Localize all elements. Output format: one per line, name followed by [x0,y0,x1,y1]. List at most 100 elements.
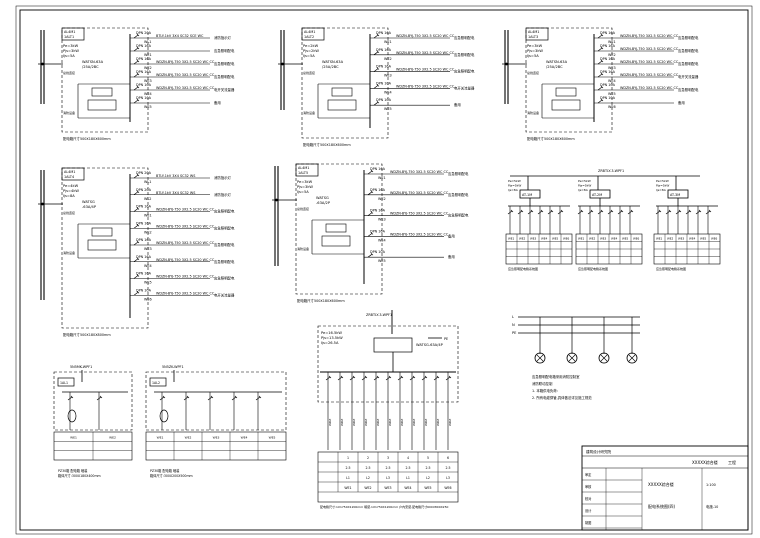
breaker-symbol [373,68,379,72]
circuit-id: WE1 [378,176,386,180]
cable-spec: WDZN-BYJ-750 3X2.5 SC20 WC CC [620,60,679,64]
main-table-cell: WE1 [344,486,351,490]
breaker-rating: DPN 16A [600,70,616,74]
breaker-symbol [133,191,139,196]
breaker-symbol [367,191,373,196]
mini-panel-note: 箱体尺寸:300X180X400mm [58,473,101,478]
breaker-symbol [96,396,102,401]
breaker-symbol [133,73,139,78]
ct-symbol [159,409,169,423]
breaker-symbol [597,60,603,65]
panel-header-code: AL4M1 [298,166,309,170]
riser-table-header: WE3 [530,237,537,241]
breaker-symbol [577,210,583,215]
breaker-tick [370,232,374,235]
conductor-label: N [512,323,515,327]
breaker-symbol [385,376,391,381]
breaker-tick [600,98,604,102]
panel-enclosure [525,27,613,133]
breaker-symbol [367,212,373,216]
riser-table-header: WE1 [656,237,663,241]
riser-table-header: WE2 [667,237,674,241]
circuit-id: WE1 [144,53,152,57]
riser-table-header: WE2 [589,237,596,241]
breaker-rating: DPN 10A [600,83,616,87]
breaker-symbol [527,210,533,215]
main-breaker-label: WATSG [316,196,329,200]
circuit-use: 应急照明配电 [678,61,699,66]
circuit-id: WE5 [378,259,386,263]
breaker-symbol [133,99,139,104]
panel-side-label: 消防设备 [303,110,315,115]
title-block-frame [581,445,749,531]
main-load-parameter: Ijs=26.5A [321,341,339,345]
breaker-symbol [367,233,373,237]
circuit-use: 应急照明配电 [448,171,469,176]
riser-table-header: WE1 [508,237,515,241]
legend-note: 2. 所有电缆穿管,具体做法详见施工规范 [532,395,592,400]
breaker-symbol [133,174,139,179]
riser-table-header: WE2 [519,237,526,241]
circuit-id: WE4 [144,92,152,96]
breaker-tick [210,395,214,399]
circuit-use: 应急照明配电 [454,52,475,57]
breaker-symbol [695,210,701,215]
panel-header-id: 1ALT4 [64,175,74,179]
circuit-use: 应急照明配电 [214,61,235,66]
panel-header-code: AL4M1 [64,30,75,34]
circuit-use: 应急照明配电 [214,209,235,214]
main-branch-cable: WDZ [328,419,332,426]
breaker-rating: DPN 16A [136,255,152,259]
breaker-tick [136,224,140,227]
panel-side-label: 消防设备 [527,110,539,115]
breaker-symbol [445,376,451,381]
riser-parameter: Pjs=5kW [656,184,669,188]
distribution-panel-2: AL4M11ALT2Pe=2kWPjs=2kWIjs=5AWATSN-63A/2… [278,27,475,147]
breaker-tick [136,59,140,63]
load-parameter: Pjs=3kW [527,49,543,53]
panel-side-label: 消防设备 [63,110,75,115]
circuit-use: 应急照明配电 [214,74,235,79]
breaker-tick [448,375,452,379]
circuit-id: WE6 [144,297,152,301]
distribution-panel-4: AL4M11ALT4Pe=4kWPjs=4kWIjs=8AWATSG-63A/4… [38,167,235,337]
breaker-symbol [133,208,139,212]
cable-spec: WDZN-BYJ-750 3X2.5 SC20 WC CC [396,68,455,72]
riser-parameter: Pe=5kW [656,179,669,183]
circuit-id: WE4 [384,90,392,94]
main-distribution-panel: ZRBTLY-3-WPF1Pe=16.5kWPjs=13.5kWIjs=26.5… [317,310,459,509]
circuit-id: WE2 [384,57,392,61]
circuit-id: WL1 [144,40,151,44]
breaker-rating: DPN 16A [136,70,152,74]
breaker-tick [688,209,692,213]
riser-table-header: WE5 [622,237,629,241]
mini-table-cell: WE5 [269,436,276,440]
lamp-symbol [598,352,610,364]
distribution-panel-3: AL4M11ALT3Pe=3kWPjs=3kWIjs=5AWATSN-63A/2… [502,27,699,141]
breaker-symbol [373,51,379,56]
riser-table-header: WE6 [633,237,640,241]
breaker-tick [436,375,440,379]
breaker-tick [136,173,140,177]
breaker-tick [136,257,140,260]
breaker-rating: DPN 16A [370,167,386,171]
main-table-cell: WE5 [424,486,431,490]
breaker-tick [364,375,368,379]
breaker-tick [136,190,140,193]
breaker-tick [340,375,344,379]
riser-box-id: AT-3M [670,193,680,197]
main-table-cell: 1 [347,456,349,460]
circuit-id: WE3 [144,79,152,83]
breaker-rating: DPN 16A [136,272,152,276]
main-branch-cable: WDZ [352,419,356,426]
